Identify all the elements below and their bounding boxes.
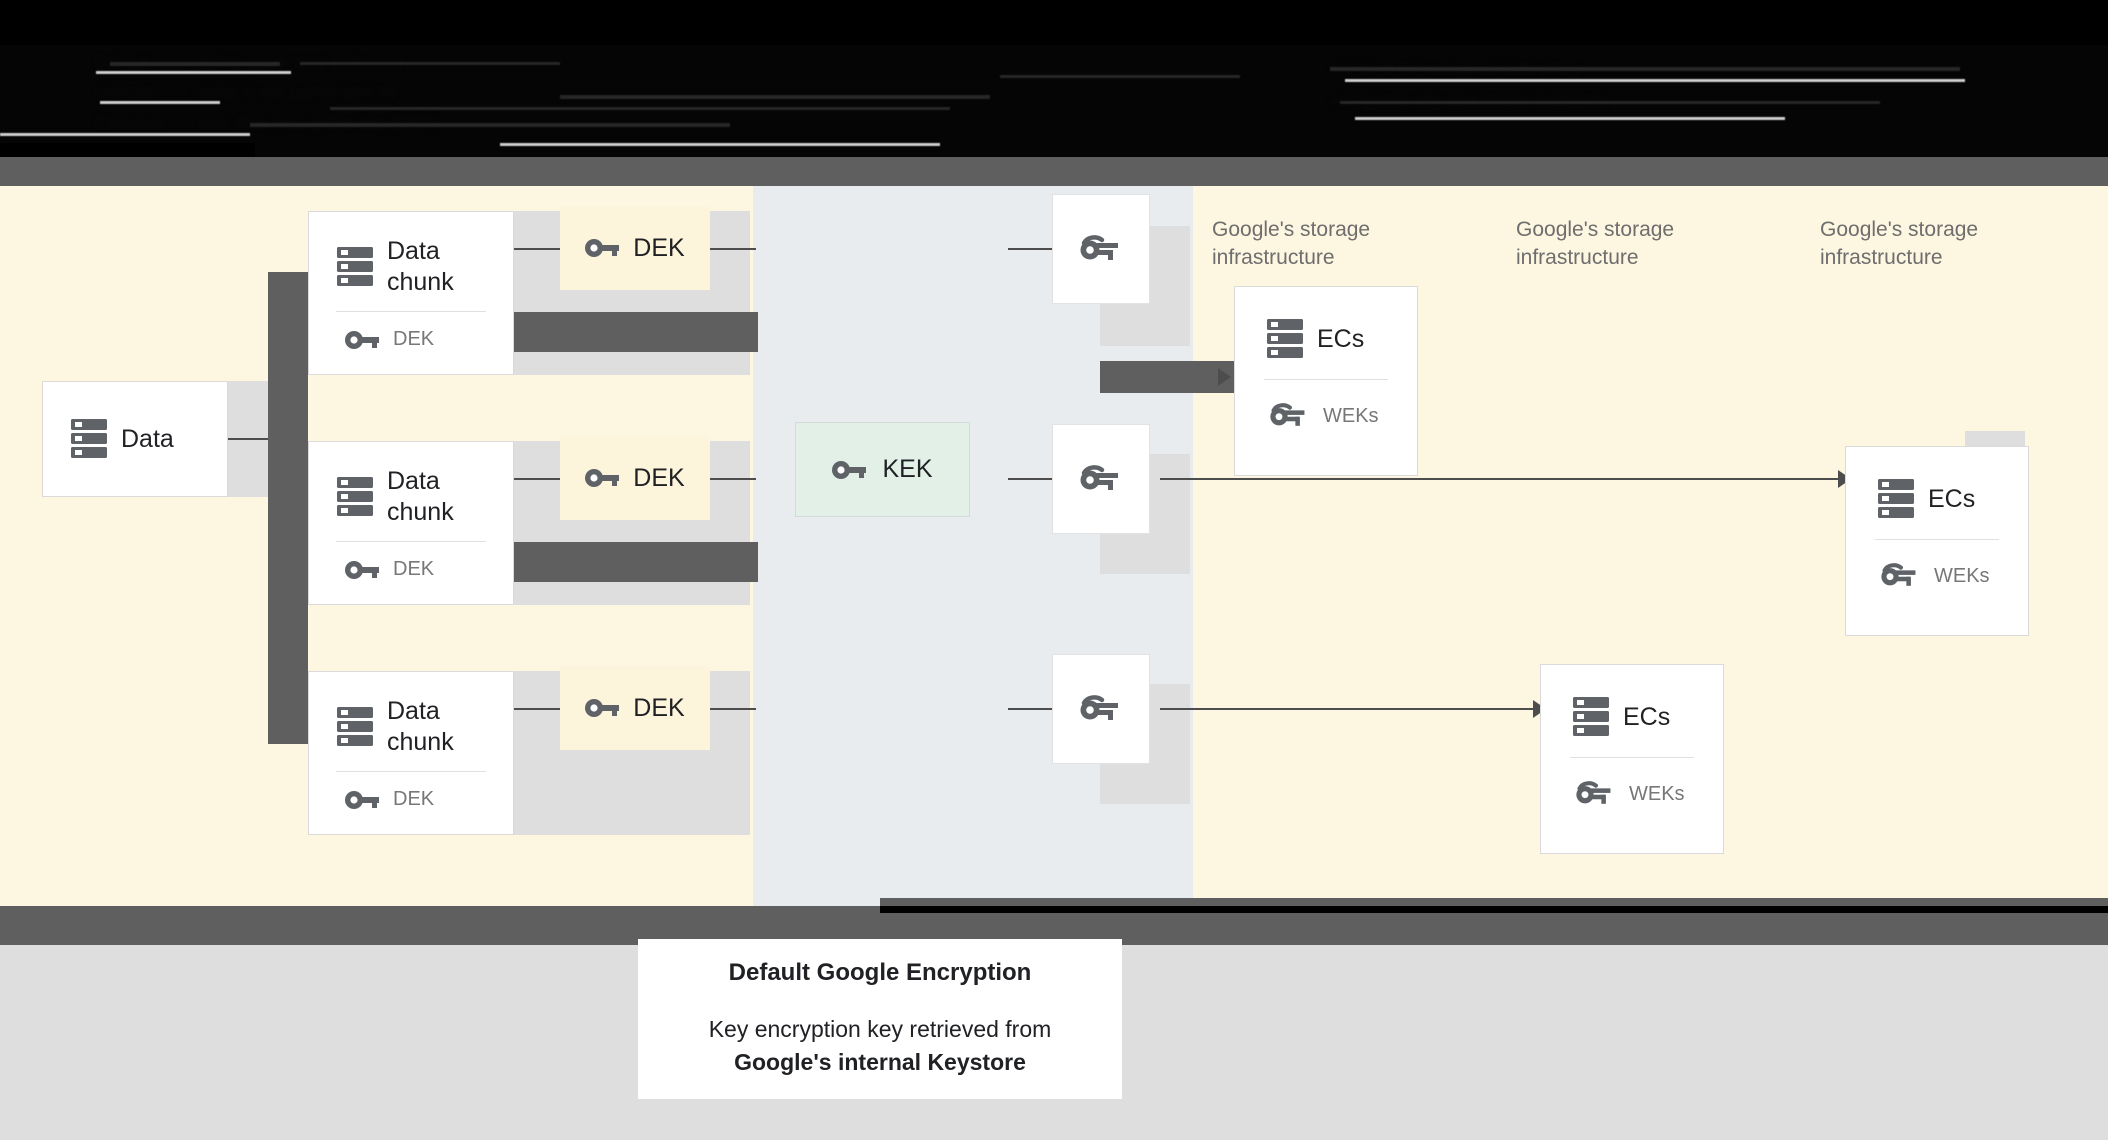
card-divider bbox=[336, 311, 486, 312]
node-dek-1-label: DEK bbox=[633, 233, 685, 262]
node-data-chunk-3[interactable]: Data chunk DEK bbox=[308, 671, 514, 835]
server-icon bbox=[71, 417, 107, 461]
key-icon bbox=[585, 467, 620, 489]
node-chunk-2-key-label: DEK bbox=[393, 558, 435, 580]
obscured-header-line-3: Keystore own data encryption key (DEK) bbox=[95, 113, 438, 132]
node-chunk-1-key-label: DEK bbox=[393, 328, 435, 350]
connector-key3-to-ecs-mid bbox=[1160, 708, 1535, 710]
server-icon bbox=[1878, 477, 1914, 521]
node-ecs-3-key-label: WEKs bbox=[1934, 565, 1990, 587]
key-icon bbox=[345, 559, 379, 581]
node-ecs-2[interactable]: ECs WEKs bbox=[1540, 664, 1724, 854]
connector-chunk3-dek bbox=[512, 708, 560, 710]
wrapped-key-icon bbox=[1079, 232, 1123, 267]
node-ecs-1-title: ECs bbox=[1317, 324, 1365, 353]
key-icon bbox=[585, 697, 620, 719]
node-chunk-2-title: Data chunk bbox=[387, 467, 454, 526]
legend-body-line1: Key encryption key retrieved from bbox=[708, 1015, 1052, 1042]
node-kek[interactable]: KEK bbox=[795, 422, 970, 517]
connector-in-key3 bbox=[1008, 708, 1053, 710]
wrapped-key-icon bbox=[1880, 560, 1920, 593]
node-chunk-3-key-label: DEK bbox=[393, 788, 435, 810]
obscured-header-line-2: Internal chunk is encrypted with its bbox=[95, 83, 397, 102]
zone-label-2-text: Google's storage infrastructure bbox=[1516, 218, 1675, 270]
connector-chunk2-dek bbox=[512, 478, 560, 480]
node-data-source[interactable]: Data bbox=[42, 381, 228, 497]
node-wrapped-key-1[interactable] bbox=[1052, 194, 1150, 304]
connector-key2-to-ecs-right bbox=[1160, 478, 1840, 480]
node-dek-1[interactable]: DEK bbox=[560, 206, 710, 290]
wrapped-key-icon bbox=[1575, 778, 1615, 811]
connector-chunk1-dek bbox=[512, 248, 560, 250]
card-divider bbox=[1264, 379, 1388, 380]
zone-label-3: Google's storage infrastructure bbox=[1820, 216, 2020, 273]
key-icon bbox=[832, 459, 867, 481]
wrapped-key-icon bbox=[1079, 462, 1123, 497]
node-wrapped-key-3[interactable] bbox=[1052, 654, 1150, 764]
legend-region: Default Google Encryption Key encryption… bbox=[0, 939, 2108, 1140]
zone-label-1-text: Google's storage infrastructure bbox=[1212, 218, 1371, 270]
node-ecs-1[interactable]: ECs WEKs bbox=[1234, 286, 1418, 476]
arrowhead-to-ecs-top bbox=[1218, 368, 1231, 386]
legend-body-line2: Google's internal Keystore bbox=[734, 1049, 1026, 1075]
server-icon bbox=[337, 705, 373, 749]
node-data-chunk-1[interactable]: Data chunk DEK bbox=[308, 211, 514, 375]
legend-title: Default Google Encryption bbox=[728, 958, 1032, 986]
wrapped-key-icon bbox=[1269, 400, 1309, 433]
key-icon bbox=[345, 329, 379, 351]
server-icon bbox=[1267, 317, 1303, 361]
server-icon bbox=[1573, 695, 1609, 739]
card-divider bbox=[1875, 539, 1999, 540]
connector-dek3-out bbox=[710, 708, 756, 710]
key-icon bbox=[345, 789, 379, 811]
bottom-notch bbox=[880, 906, 2108, 913]
card-divider bbox=[336, 541, 486, 542]
redaction-bar-bottom-edge bbox=[880, 898, 2108, 906]
redacted-header-region: Default DEK is generated and used Intern… bbox=[0, 45, 2108, 157]
legend-card: Default Google Encryption Key encryption… bbox=[638, 939, 1122, 1099]
wrapped-key-icon bbox=[1079, 692, 1123, 727]
diagram-canvas: Google's storage infrastructure Google's… bbox=[0, 186, 2108, 906]
top-black-band bbox=[0, 0, 2108, 45]
node-data-chunk-2[interactable]: Data chunk DEK bbox=[308, 441, 514, 605]
key-icon bbox=[585, 237, 620, 259]
node-kek-label: KEK bbox=[882, 455, 933, 483]
node-dek-2-label: DEK bbox=[633, 463, 685, 492]
header-notch bbox=[0, 143, 255, 157]
node-ecs-2-key-label: WEKs bbox=[1629, 783, 1685, 805]
node-ecs-1-key-label: WEKs bbox=[1323, 405, 1379, 427]
server-icon bbox=[337, 475, 373, 519]
node-ecs-3[interactable]: ECs WEKs bbox=[1845, 446, 2029, 636]
zone-label-1: Google's storage infrastructure bbox=[1212, 216, 1412, 273]
obscured-header-line-5: encryption key and stored alongside bbox=[1330, 91, 1609, 111]
node-wrapped-key-2[interactable] bbox=[1052, 424, 1150, 534]
card-divider bbox=[1570, 757, 1694, 758]
node-data-source-label: Data bbox=[121, 424, 174, 453]
card-divider bbox=[336, 771, 486, 772]
legend-body: Key encryption key retrieved from Google… bbox=[709, 1013, 1052, 1080]
node-ecs-2-title: ECs bbox=[1623, 702, 1671, 731]
node-chunk-1-title: Data chunk bbox=[387, 237, 454, 296]
node-chunk-3-title: Data chunk bbox=[387, 697, 454, 756]
node-dek-2[interactable]: DEK bbox=[560, 436, 710, 520]
node-dek-3[interactable]: DEK bbox=[560, 666, 710, 750]
node-ecs-3-title: ECs bbox=[1928, 484, 1976, 513]
top-divider-band bbox=[0, 157, 2108, 186]
server-icon bbox=[337, 245, 373, 289]
connector-in-key2 bbox=[1008, 478, 1053, 480]
connector-in-key1 bbox=[1008, 248, 1053, 250]
node-dek-3-label: DEK bbox=[633, 693, 685, 722]
zone-label-3-text: Google's storage infrastructure bbox=[1820, 218, 1979, 270]
connector-dek1-out bbox=[710, 248, 756, 250]
zone-label-2: Google's storage infrastructure bbox=[1516, 216, 1716, 273]
connector-dek2-out bbox=[710, 478, 756, 480]
